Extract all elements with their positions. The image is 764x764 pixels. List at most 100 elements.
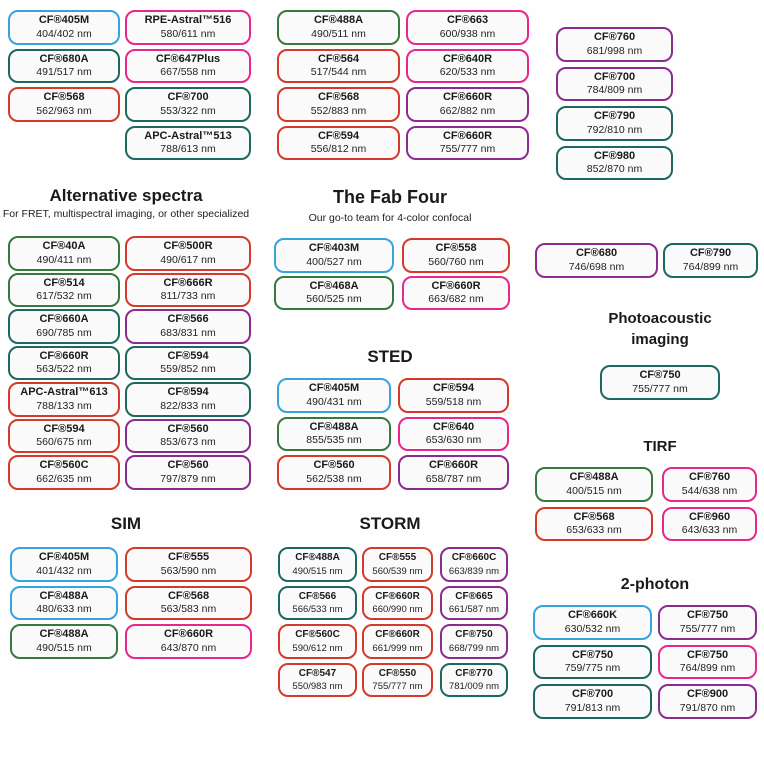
dye-wavelengths: 550/983 nm xyxy=(292,681,343,692)
dye-wavelengths: 491/517 nm xyxy=(36,66,92,78)
dye-name: CF®680 xyxy=(575,247,618,259)
dye-name: CF®488A xyxy=(295,552,340,563)
dye-name: CF®594 xyxy=(167,386,209,398)
dye-wavelengths: 400/515 nm xyxy=(566,484,622,497)
dye-name: CF®760 xyxy=(593,31,636,43)
dye-wavelengths: 400/527 nm xyxy=(306,255,362,268)
section-title-tirf: TIRF xyxy=(643,438,677,455)
dye-name: CF®665 xyxy=(455,590,493,602)
dye-wavelengths: 490/431 nm xyxy=(306,395,362,408)
dye-name: CF®594 xyxy=(432,382,475,394)
section-title-photoacoustic: Photoacoustic imaging xyxy=(608,310,712,348)
dye-wavelengths: 560/675 nm xyxy=(36,436,92,448)
section-subtitle-fab-four: Our go-to team for 4-color confocal xyxy=(308,212,472,224)
section-subtitle-alternative-spectra: For FRET, multispectral imaging, or othe… xyxy=(2,208,250,220)
dye-name: CF®980 xyxy=(593,149,636,162)
dye-name: CF®750 xyxy=(686,648,729,661)
dye-wavelengths: 562/538 nm xyxy=(306,472,362,485)
dye-name: CF®564 xyxy=(317,52,360,65)
dye-wavelengths: 853/673 nm xyxy=(160,436,216,448)
dye-wavelengths: 781/009 nm xyxy=(448,681,500,692)
dye-wavelengths: 663/839 nm xyxy=(448,565,500,577)
dye-wavelengths: 755/777 nm xyxy=(632,382,688,395)
dye-wavelengths: 600/938 nm xyxy=(439,27,496,40)
dye-pill: CF®547 550/983 nm xyxy=(278,662,357,697)
dye-name: CF®560C xyxy=(295,629,340,640)
dye-name: CF®568 xyxy=(317,91,360,103)
dye-wavelengths: 643/633 nm xyxy=(681,524,738,536)
dye-name: CF®700 xyxy=(571,688,614,700)
dye-name: CF®660K xyxy=(567,609,618,621)
dye-wavelengths: 490/515 nm xyxy=(36,641,92,654)
dye-name: CF®514 xyxy=(43,276,85,289)
dye-name: CF®405M xyxy=(38,14,90,26)
section-title-sted: STED xyxy=(367,347,413,366)
dye-name: RPE-Astral™516 xyxy=(144,14,232,26)
dye-wavelengths: 401/432 nm xyxy=(36,564,92,577)
dye-wavelengths: 764/899 nm xyxy=(679,662,736,674)
dye-wavelengths: 553/322 nm xyxy=(160,104,216,117)
dye-wavelengths: 643/870 nm xyxy=(160,641,217,654)
dye-name: CF®555 xyxy=(167,551,210,563)
dye-wavelengths: 560/525 nm xyxy=(306,293,362,305)
dye-name: APC-Astral™513 xyxy=(144,129,232,142)
dye-name: CF®647Plus xyxy=(155,52,221,65)
dye-wavelengths: 480/633 nm xyxy=(36,603,92,615)
dye-name: CF®547 xyxy=(298,667,337,679)
dye-wavelengths: 811/733 nm xyxy=(160,290,216,302)
dye-wavelengths: 560/760 nm xyxy=(428,255,484,268)
dye-wavelengths: 544/638 nm xyxy=(681,484,738,497)
dye-wavelengths: 566/533 nm xyxy=(292,604,343,615)
dye-wavelengths: 490/515 nm xyxy=(292,565,343,577)
section-title-alternative-spectra: Alternative spectra xyxy=(49,186,203,205)
dye-wavelengths: 661/587 nm xyxy=(448,604,500,615)
dye-name: CF®555 xyxy=(378,552,417,563)
section-title-storm: STORM xyxy=(359,514,421,533)
dye-wavelengths: 559/852 nm xyxy=(160,363,216,375)
